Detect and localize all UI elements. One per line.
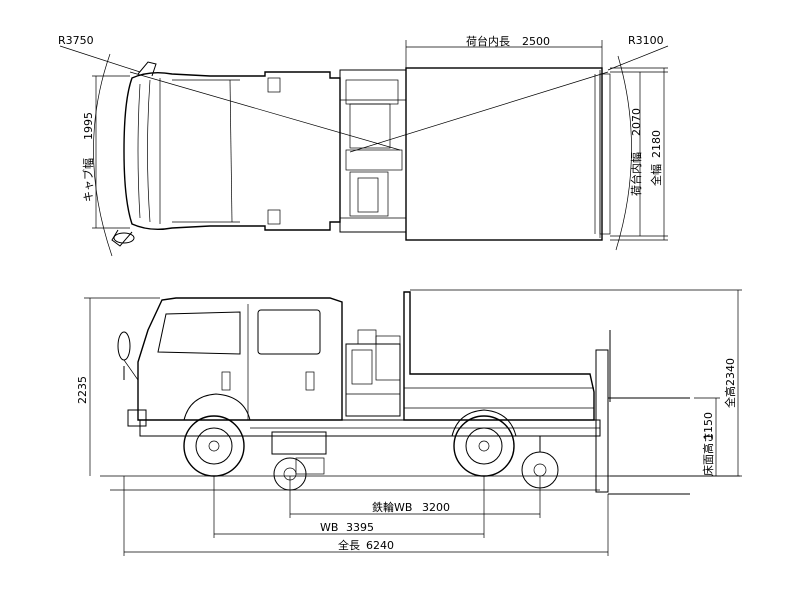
top-mirror-front xyxy=(137,61,157,77)
side-front-window xyxy=(157,311,241,355)
value-cargo-inner-length: 2500 xyxy=(522,35,550,48)
label-overall-width: 全幅 xyxy=(649,164,663,186)
label-wb: WB xyxy=(320,521,338,534)
value-cab-width: 1995 xyxy=(82,112,95,140)
label-cab-width: キャブ幅 xyxy=(81,158,95,202)
value-overall-width: 2180 xyxy=(650,130,663,158)
radius-line-rear xyxy=(349,71,609,153)
value-overall-length: 6240 xyxy=(366,539,394,552)
value-wb: 3395 xyxy=(346,521,374,534)
radius-arc-front xyxy=(93,53,113,257)
label-deck-height: 床面高さ xyxy=(701,432,715,476)
label-radius-front: R3750 xyxy=(58,34,94,47)
label-overall-height: 全高 xyxy=(723,386,737,408)
label-rail-wb: 鉄輪WB xyxy=(372,500,412,514)
side-rear-wheel xyxy=(453,415,515,477)
side-front-wheel xyxy=(183,415,245,477)
side-cab-outline xyxy=(137,297,343,421)
side-rail-wheel-front xyxy=(271,431,327,491)
value-rail-wb: 3200 xyxy=(422,501,450,514)
side-cargo-box xyxy=(403,291,595,421)
label-cargo-inner-width: 荷台内幅 xyxy=(629,152,643,196)
top-cargo-bed xyxy=(405,67,603,241)
side-rear-window xyxy=(257,309,321,355)
top-view: 荷台内長 2500 R3750 R3100 キャブ幅 1995 荷台内幅 207… xyxy=(58,34,669,257)
value-deck-height: 1150 xyxy=(702,412,715,440)
top-cab-outline xyxy=(123,71,341,231)
side-view: 2235 全高 2340 床面高さ 1150 鉄輪WB 3200 WB 3395… xyxy=(76,289,742,556)
value-cab-height: 2235 xyxy=(76,376,89,404)
value-cargo-inner-width: 2070 xyxy=(630,108,643,136)
radius-line-front xyxy=(129,71,401,151)
value-overall-height: 2340 xyxy=(724,358,737,386)
radius-arc-rear xyxy=(615,55,632,251)
label-overall-length: 全長 xyxy=(338,538,360,552)
label-radius-rear: R3100 xyxy=(628,34,664,47)
label-cargo-inner-length: 荷台内長 xyxy=(466,34,510,48)
side-rear-gate xyxy=(595,349,609,493)
